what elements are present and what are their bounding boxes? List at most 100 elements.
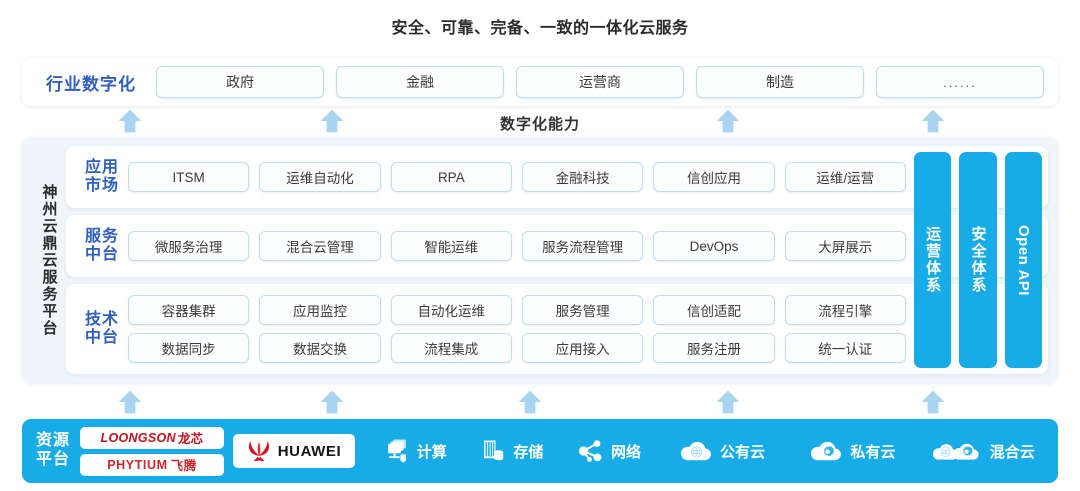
arrow-up-glyph — [716, 109, 740, 133]
service-midplatform-cells: 微服务治理 混合云管理 智能运维 服务流程管理 DevOps 大屏展示 — [128, 231, 1042, 261]
group-label-application-market: 应用 市场 — [66, 159, 128, 196]
pillar-label: Open API — [1014, 224, 1032, 296]
cell-application-monitoring[interactable]: 应用监控 — [259, 295, 381, 325]
group-label-line2: 中台 — [84, 246, 119, 263]
technical-midplatform-cells: 容器集群 应用监控 自动化运维 服务管理 信创适配 流程引擎 数据同步 数据交换… — [128, 295, 1042, 363]
cell-service-registration[interactable]: 服务注册 — [653, 333, 775, 363]
cell-rpa[interactable]: RPA — [390, 162, 512, 192]
cell-ops-automation[interactable]: 运维自动化 — [259, 162, 381, 192]
cell-application-access[interactable]: 应用接入 — [521, 333, 644, 363]
cell-data-sync[interactable]: 数据同步 — [128, 333, 250, 363]
hybrid-cloud-icon — [932, 443, 979, 460]
loongson-latin: LOONGSON — [100, 430, 176, 445]
resource-item-label: 计算 — [416, 443, 447, 461]
upward-arrow-4 — [715, 389, 741, 415]
platform-inner: 应用 市场 ITSM 运维自动化 RPA 金融科技 信创应用 运维/运营 — [66, 146, 1048, 374]
industry-chip-more[interactable]: ...... — [876, 66, 1044, 98]
cell-ops-operation[interactable]: 运维/运营 — [784, 162, 906, 192]
industry-chip-government[interactable]: 政府 — [156, 66, 324, 98]
cell-row: ITSM 运维自动化 RPA 金融科技 信创应用 运维/运营 — [128, 162, 906, 192]
cell-hybrid-cloud-management[interactable]: 混合云管理 — [259, 231, 381, 261]
upward-arrow-1 — [117, 389, 143, 415]
cell-intelligent-ops[interactable]: 智能运维 — [390, 231, 512, 261]
capability-label: 数字化能力 — [499, 116, 580, 133]
group-label-line1: 服务 — [84, 227, 119, 245]
resource-item-label: 公有云 — [719, 443, 765, 461]
group-label-line2: 市场 — [84, 177, 119, 194]
phytium-cn: 飞腾 — [170, 459, 197, 473]
group-service-midplatform: 服务 中台 微服务治理 混合云管理 智能运维 服务流程管理 DevOps 大屏展… — [66, 215, 1048, 277]
arrow-up-glyph — [518, 390, 542, 414]
group-label-service-midplatform: 服务 中台 — [66, 228, 128, 265]
resource-item-network[interactable]: 网络 — [560, 438, 657, 464]
industry-row-label: 行业数字化 — [46, 74, 136, 94]
arrow-up-glyph — [320, 390, 344, 414]
arrow-up-glyph — [716, 390, 740, 414]
upward-arrow-4 — [920, 108, 946, 134]
industry-chip-operator[interactable]: 运营商 — [516, 66, 684, 98]
cell-row: 微服务治理 混合云管理 智能运维 服务流程管理 DevOps 大屏展示 — [128, 231, 906, 261]
resource-item-label: 私有云 — [850, 443, 896, 461]
resource-item-private-cloud[interactable]: 私有云 — [787, 439, 917, 463]
platform-container: 神州云鼎云服务平台 应用 市场 ITSM 运维自动化 RPA 金融科技 信创应用… — [22, 137, 1058, 383]
pillar-open-api[interactable]: Open API — [1004, 152, 1042, 368]
page-title: 安全、可靠、完备、一致的一体化云服务 — [391, 20, 689, 37]
pillar-security-system[interactable]: 安全体系 — [959, 152, 997, 368]
cell-xinchuang-adaptation[interactable]: 信创适配 — [653, 295, 775, 325]
industry-chip-finance[interactable]: 金融 — [336, 66, 504, 98]
huawei-wordmark: HUAWEI — [277, 442, 342, 460]
cell-process-integration[interactable]: 流程集成 — [390, 333, 512, 363]
industry-chip-manufacturing[interactable]: 制造 — [696, 66, 864, 98]
arrow-up-glyph — [118, 109, 142, 133]
pillar-group: 运营体系 安全体系 Open API — [914, 152, 1042, 368]
resource-item-storage[interactable]: 存储 — [464, 438, 561, 464]
cell-service-management[interactable]: 服务管理 — [521, 295, 644, 325]
upward-arrow-1 — [117, 108, 143, 134]
resource-item-public-cloud[interactable]: 公有云 — [657, 439, 787, 463]
cell-process-engine[interactable]: 流程引擎 — [784, 295, 906, 325]
cell-xinchuang-app[interactable]: 信创应用 — [653, 162, 775, 192]
private-cloud-icon — [811, 441, 842, 461]
cell-unified-authentication[interactable]: 统一认证 — [784, 333, 906, 363]
application-market-cells: ITSM 运维自动化 RPA 金融科技 信创应用 运维/运营 — [128, 162, 1042, 192]
pillar-label: 运营体系 — [924, 226, 942, 294]
arrow-up-glyph — [921, 109, 945, 133]
arrow-up-glyph — [118, 390, 142, 414]
resource-item-label: 网络 — [610, 443, 641, 461]
storage-icon — [484, 440, 504, 461]
resource-item-label: 存储 — [513, 443, 544, 461]
network-icon — [578, 440, 602, 462]
cell-row: 容器集群 应用监控 自动化运维 服务管理 信创适配 流程引擎 — [128, 295, 906, 325]
cell-devops[interactable]: DevOps — [653, 231, 775, 261]
arrow-up-glyph — [921, 390, 945, 414]
cell-fintech[interactable]: 金融科技 — [521, 162, 644, 192]
cell-container-cluster[interactable]: 容器集群 — [128, 295, 250, 325]
group-label-technical-midplatform: 技术 中台 — [66, 311, 128, 348]
resource-item-compute[interactable]: 计算 — [367, 438, 464, 464]
cell-microservice-governance[interactable]: 微服务治理 — [128, 231, 250, 261]
group-technical-midplatform: 技术 中台 容器集群 应用监控 自动化运维 服务管理 信创适配 流程引擎 数据同… — [66, 284, 1048, 374]
cell-large-screen-display[interactable]: 大屏展示 — [784, 231, 906, 261]
cell-row: 数据同步 数据交换 流程集成 应用接入 服务注册 统一认证 — [128, 333, 906, 363]
resource-item-hybrid-cloud[interactable]: 混合云 — [918, 439, 1048, 463]
upward-arrow-3 — [715, 108, 741, 134]
upward-arrow-5 — [920, 389, 946, 415]
resource-item-label: 混合云 — [989, 443, 1035, 461]
resource-label-line1: 资源 — [36, 432, 71, 450]
pillar-operations-system[interactable]: 运营体系 — [914, 152, 952, 368]
resource-label-line2: 平台 — [36, 451, 71, 468]
cell-automated-ops[interactable]: 自动化运维 — [390, 295, 512, 325]
upward-arrow-2 — [319, 389, 345, 415]
huawei-flower-icon — [248, 441, 269, 461]
cell-itsm[interactable]: ITSM — [128, 162, 250, 192]
group-application-market: 应用 市场 ITSM 运维自动化 RPA 金融科技 信创应用 运维/运营 — [66, 146, 1048, 208]
group-label-line1: 技术 — [84, 310, 119, 328]
cell-service-process-management[interactable]: 服务流程管理 — [521, 231, 644, 261]
industry-row: 行业数字化 政府 金融 运营商 制造 ...... — [22, 58, 1058, 106]
loongson-cn: 龙芯 — [177, 432, 204, 446]
cell-data-exchange[interactable]: 数据交换 — [259, 333, 381, 363]
platform-vertical-label: 神州云鼎云服务平台 — [40, 183, 58, 337]
